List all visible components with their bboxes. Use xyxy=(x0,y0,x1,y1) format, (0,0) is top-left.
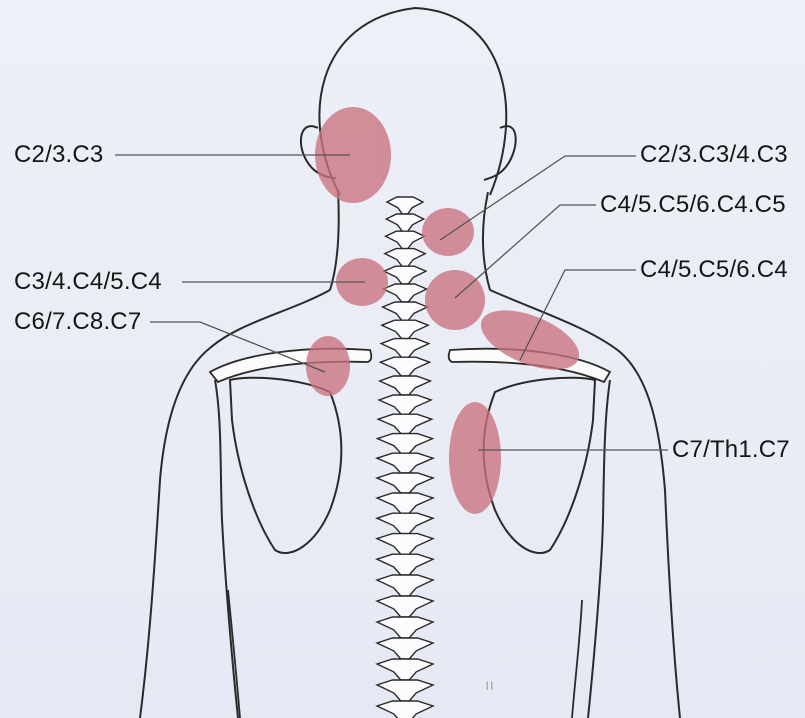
vertebra xyxy=(377,596,433,617)
label-shoulder-blade-left: C6/7.C8.C7 xyxy=(14,310,141,334)
vertebra xyxy=(382,320,428,338)
vertebra xyxy=(377,473,433,493)
vertebra xyxy=(385,249,425,267)
label-occipital: C2/3.C3 xyxy=(14,143,103,167)
vertebra xyxy=(380,376,431,395)
left-waist xyxy=(228,590,240,718)
vertebra xyxy=(379,395,431,414)
vertebra xyxy=(377,434,432,454)
vertebra xyxy=(383,284,426,302)
label-shoulder-blade-right: C7/Th1.C7 xyxy=(672,438,790,462)
vertebra xyxy=(387,197,423,214)
left-scapula xyxy=(230,378,341,553)
vertebra xyxy=(377,493,433,513)
right-waist xyxy=(572,600,582,718)
vertebra xyxy=(380,357,429,376)
vertebra xyxy=(377,534,433,555)
vertebra xyxy=(377,680,433,701)
left-arm-inner xyxy=(215,380,238,718)
vertebra xyxy=(377,659,433,680)
vertebra xyxy=(377,453,433,473)
vertebra xyxy=(381,339,429,358)
vertebra xyxy=(383,302,428,320)
vertebra xyxy=(386,214,423,231)
vertebra xyxy=(377,701,433,718)
bottom-mark: ıı xyxy=(485,677,494,694)
pain-zone-shoulder-blade-left xyxy=(306,336,350,396)
vertebra xyxy=(377,554,433,575)
pain-zone-shoulder-blade-right xyxy=(449,402,501,514)
vertebra xyxy=(377,513,433,533)
vertebra xyxy=(386,231,425,248)
pain-zone-upper-neck-right xyxy=(422,208,474,256)
label-lower-neck-right: C4/5.C5/6.C4.C5 xyxy=(600,193,786,217)
label-shoulder-right: C4/5.C5/6.C4 xyxy=(640,258,788,282)
right-ear xyxy=(484,126,516,180)
label-upper-neck-right: C2/3.C3/4.C3 xyxy=(640,143,788,167)
vertebra xyxy=(377,617,433,638)
vertebra xyxy=(377,638,433,659)
vertebra xyxy=(377,575,433,596)
label-neck-left: C3/4.C4/5.C4 xyxy=(14,270,162,294)
vertebra xyxy=(378,414,432,433)
vertebra xyxy=(384,266,426,284)
